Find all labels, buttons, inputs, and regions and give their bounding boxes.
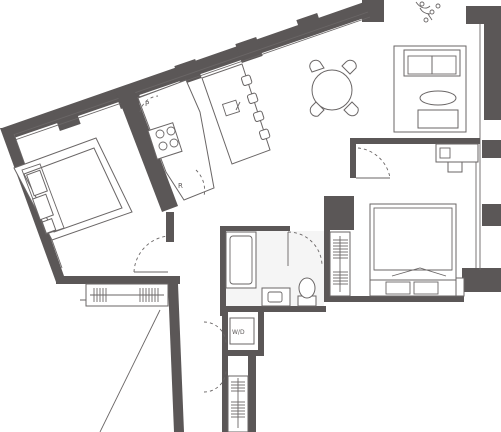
washer-dryer	[229, 317, 255, 345]
island-stools	[240, 74, 271, 140]
coffee-table	[419, 90, 457, 106]
hall-closet-shelving	[227, 375, 249, 432]
bathtub	[225, 231, 257, 289]
desk	[435, 143, 479, 163]
armchair	[417, 109, 459, 129]
kitchen-island	[201, 63, 271, 165]
bathroom	[225, 231, 324, 307]
closet-shelving-left	[85, 283, 169, 307]
living-area	[393, 1, 467, 133]
desk-chair	[447, 161, 463, 173]
refrigerator-label: R	[178, 182, 183, 190]
bedroom-one	[13, 137, 169, 273]
dining-table	[311, 69, 353, 111]
kitchen: P R	[137, 63, 271, 201]
interior-walls	[116, 84, 480, 432]
vanity	[261, 287, 291, 307]
bedroom-two	[356, 143, 479, 297]
laundry: W/D	[203, 317, 255, 393]
closet-shelving-right	[329, 231, 351, 297]
toilet-bowl	[298, 277, 316, 299]
dining-area	[309, 59, 359, 117]
washer-dryer-label: W/D	[232, 329, 245, 336]
pantry-label: P	[145, 100, 149, 108]
bed-queen	[369, 203, 457, 283]
